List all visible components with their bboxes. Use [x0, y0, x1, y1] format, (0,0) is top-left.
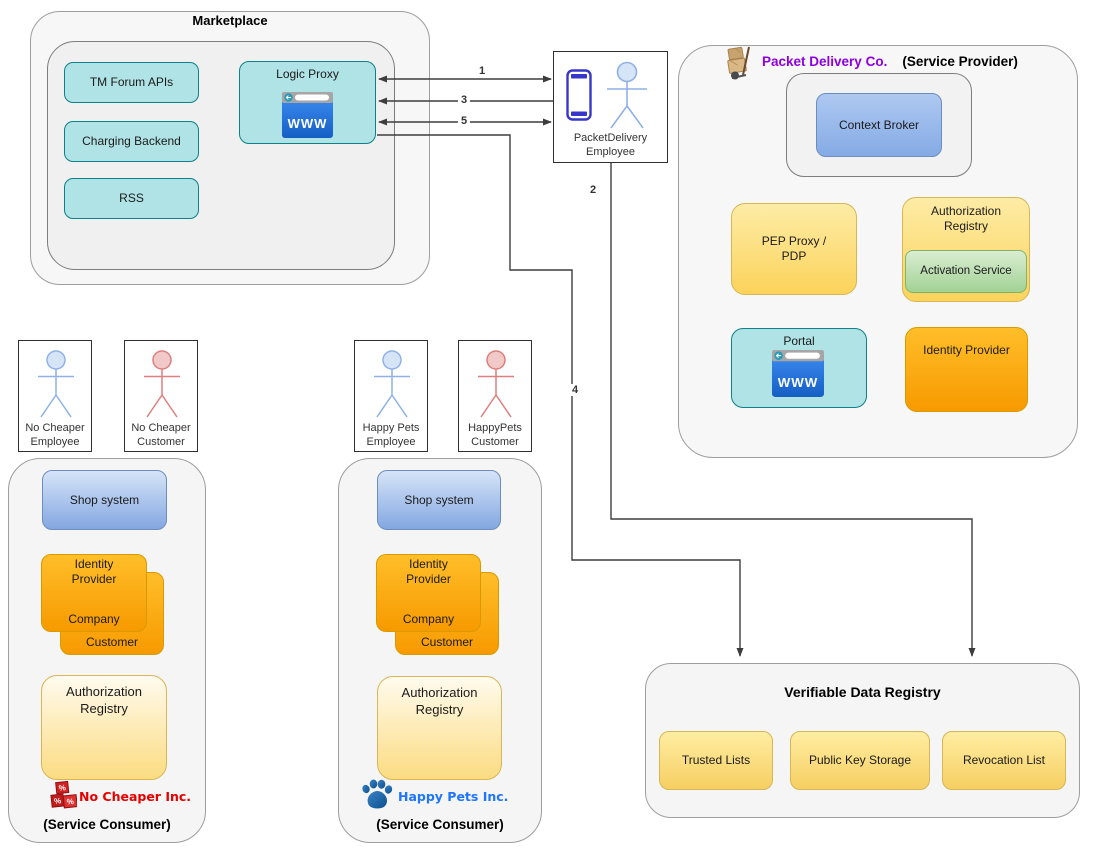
hp-employee-label-2: Employee — [366, 436, 416, 448]
svg-text:%: % — [58, 783, 66, 793]
person-icon — [38, 350, 74, 418]
nc-logo-text: No Cheaper Inc. — [79, 789, 192, 804]
nc-shop-system-box: Shop system — [42, 470, 167, 530]
connector-label-2: 2 — [589, 184, 597, 196]
nc-idp-company-label: Company — [68, 612, 120, 626]
browser-www-icon: www — [282, 92, 333, 138]
connector-label-4: 4 — [568, 384, 582, 396]
hp-shop-system-box: Shop system — [377, 470, 501, 530]
context-broker-box: Context Broker — [816, 93, 942, 157]
header-spacer — [891, 54, 899, 69]
nc-customer-label-1: No Cheaper — [131, 422, 191, 434]
happy-pets-customer-box: HappyPets Customer — [458, 340, 532, 452]
auth-registry-sp-label-2: Registry — [943, 219, 988, 233]
hp-employee-label-1: Happy Pets — [362, 422, 420, 434]
hp-auth-label-2: Registry — [415, 702, 464, 717]
handtruck-icon — [727, 46, 750, 80]
browser-www-icon-portal: www — [772, 350, 824, 397]
service-provider-role: (Service Provider) — [902, 54, 1018, 69]
service-provider-header: Packet Delivery Co. (Service Provider) — [762, 54, 1018, 69]
rss-box: RSS — [64, 178, 199, 219]
service-provider-name: Packet Delivery Co. — [762, 54, 888, 69]
hp-idp-label-2: Provider — [406, 572, 451, 586]
portal-label: Portal — [783, 334, 815, 348]
hp-idp-label-1: Identity — [409, 557, 448, 571]
happy-pets-employee-box: Happy Pets Employee — [354, 340, 428, 452]
person-icon — [607, 61, 647, 129]
connector-label-5: 5 — [457, 115, 471, 127]
connector-label-1: 1 — [475, 65, 489, 77]
nc-employee-label-1: No Cheaper — [25, 422, 85, 434]
nc-employee-label-2: Employee — [30, 436, 80, 448]
pd-employee-label-1: PacketDelivery — [573, 132, 648, 144]
packetdelivery-employee-box: PacketDelivery Employee — [553, 51, 668, 163]
no-cheaper-customer-box: No Cheaper Customer — [124, 340, 198, 452]
hp-customer-label-1: HappyPets — [468, 422, 522, 434]
nc-auth-label-1: Authorization — [66, 684, 142, 699]
no-cheaper-employee-box: No Cheaper Employee — [18, 340, 92, 452]
person-icon — [374, 350, 410, 418]
nc-idp-label-1: Identity — [74, 557, 114, 571]
activation-service-box: Activation Service — [905, 250, 1027, 293]
hp-idp-company-label: Company — [402, 612, 455, 626]
trusted-lists-box: Trusted Lists — [659, 731, 773, 790]
identity-provider-sp-label: Identity Provider — [923, 343, 1010, 357]
logic-proxy-label: Logic Proxy — [276, 67, 339, 81]
hp-customer-label-2: Customer — [471, 436, 519, 448]
connector-label-3: 3 — [457, 94, 471, 106]
red-crates-icon: % % % — [50, 781, 77, 809]
smartphone-icon — [566, 69, 592, 121]
pep-label-2: PDP — [781, 249, 807, 263]
public-key-storage-box: Public Key Storage — [790, 731, 930, 790]
nc-idp-company-box: Identity Provider Company — [41, 554, 147, 632]
svg-text:%: % — [54, 796, 62, 806]
pep-proxy-pdp-box: PEP Proxy / PDP — [731, 203, 857, 295]
svg-text:%: % — [66, 797, 74, 807]
hp-idp-customer-label: Customer — [420, 635, 473, 649]
nc-authorization-registry-box: Authorization Registry — [41, 675, 167, 780]
paw-icon — [362, 779, 393, 809]
hp-auth-label-1: Authorization — [401, 685, 478, 700]
pd-employee-label-2: Employee — [586, 146, 635, 158]
nc-auth-label-2: Registry — [80, 701, 128, 716]
vdr-title: Verifiable Data Registry — [784, 684, 941, 700]
hp-logo-text: Happy Pets Inc. — [398, 789, 509, 804]
svg-text:www: www — [288, 116, 328, 131]
nc-idp-customer-label: Customer — [85, 635, 138, 649]
hp-authorization-registry-box: Authorization Registry — [377, 676, 502, 780]
revocation-list-box: Revocation List — [942, 731, 1066, 790]
hp-role-label: (Service Consumer) — [376, 817, 504, 832]
nc-customer-label-2: Customer — [137, 436, 185, 448]
auth-registry-sp-label-1: Authorization — [930, 204, 1002, 218]
nc-idp-label-2: Provider — [71, 572, 117, 586]
marketplace-title: Marketplace — [192, 13, 268, 28]
charging-backend-box: Charging Backend — [64, 121, 199, 162]
pep-label-1: PEP Proxy / — [761, 234, 827, 248]
nc-role-label: (Service Consumer) — [43, 817, 171, 832]
person-icon — [144, 350, 180, 418]
identity-provider-sp-box: Identity Provider — [905, 327, 1028, 412]
hp-idp-company-box: Identity Provider Company — [376, 554, 481, 632]
svg-text:www: www — [778, 375, 819, 390]
tm-forum-apis-box: TM Forum APIs — [64, 62, 199, 103]
person-icon — [478, 350, 514, 418]
